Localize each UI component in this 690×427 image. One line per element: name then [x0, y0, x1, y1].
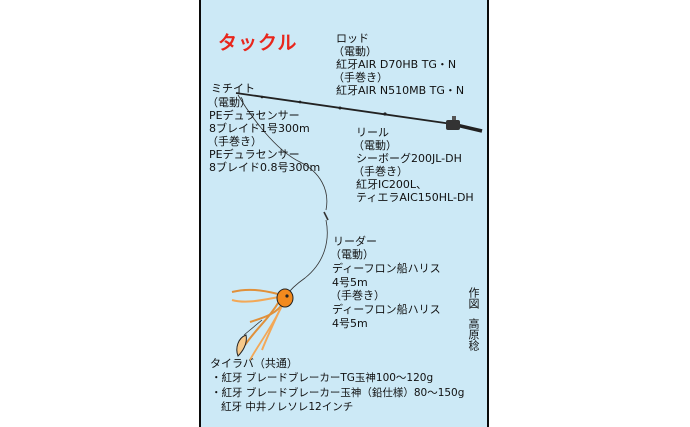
- rod-guide: [298, 100, 302, 104]
- credit-name: 高原稔: [467, 318, 480, 351]
- line-electric-spec: 8ブレイド1号300m: [209, 122, 310, 135]
- lure-skirt: [231, 288, 279, 295]
- diagram-title: タックル: [218, 32, 298, 54]
- rod-blank: [235, 92, 453, 125]
- swivel-icon: [323, 211, 329, 221]
- rod-electric-model: 紅牙AIR D70HB TG・N: [336, 58, 457, 71]
- line-manual-label: （手巻き）: [207, 135, 262, 148]
- leader-electric-name: ディーフロン船ハリス: [332, 262, 441, 275]
- rod-guide: [383, 112, 387, 116]
- lure-item-2: ・紅牙 ブレードブレーカー玉神（鉛仕様）80〜150g: [211, 387, 465, 399]
- reel-electric-label: （電動）: [353, 139, 397, 152]
- main-line: [237, 94, 328, 211]
- line-electric-label: （電動）: [207, 96, 251, 109]
- blade-wire: [243, 319, 263, 336]
- line-manual-name: PEデュラセンサー: [209, 148, 300, 161]
- line-electric-name: PEデュラセンサー: [209, 109, 300, 122]
- rod-electric-label: （電動）: [333, 45, 377, 58]
- reel-manual-model-2: ティエラAIC150HL-DH: [356, 191, 474, 204]
- lure-skirt: [249, 305, 283, 361]
- tackle-diagram-panel: [199, 0, 489, 427]
- reel-manual-model-1: 紅牙IC200L、: [356, 178, 428, 191]
- leader-heading: リーダー: [333, 235, 377, 248]
- leader-line: [285, 219, 328, 297]
- lure-head: [276, 288, 294, 308]
- leader-electric-label: （電動）: [330, 248, 374, 261]
- rod-guide: [260, 95, 264, 99]
- reel-manual-label: （手巻き）: [353, 165, 408, 178]
- reel-icon: [446, 120, 460, 130]
- credit-label: 作図: [467, 287, 480, 309]
- lure-skirt: [244, 299, 281, 346]
- reel-heading: リール: [356, 126, 389, 139]
- rod-heading: ロッド: [336, 32, 369, 45]
- leader-electric-spec: 4号5m: [332, 276, 368, 289]
- rod-guide: [338, 106, 342, 110]
- lure-eye: [285, 294, 289, 298]
- reel-handle: [452, 116, 456, 120]
- reel-electric-model: シーボーグ200JL-DH: [356, 152, 462, 165]
- fishing-rod: [235, 92, 483, 133]
- tai-rubber-lure: [231, 288, 294, 361]
- leader-manual-spec: 4号5m: [332, 317, 368, 330]
- lure-heading: タイラバ（共通）: [210, 357, 298, 370]
- leader-manual-label: （手巻き）: [330, 289, 385, 302]
- lure-item-3: 紅牙 中井ノレソレ12インチ: [221, 401, 354, 413]
- leader-manual-name: ディーフロン船ハリス: [332, 303, 441, 316]
- rod-manual-label: （手巻き）: [333, 71, 388, 84]
- lure-skirt: [231, 296, 280, 303]
- lure-item-1: ・紅牙 ブレードブレーカーTG玉神100〜120g: [211, 372, 434, 384]
- rod-manual-model: 紅牙AIR N510MB TG・N: [336, 84, 465, 97]
- line-heading: ミチイト: [211, 82, 255, 95]
- line-manual-spec: 8ブレイド0.8号300m: [209, 161, 321, 174]
- lure-blade: [236, 334, 247, 357]
